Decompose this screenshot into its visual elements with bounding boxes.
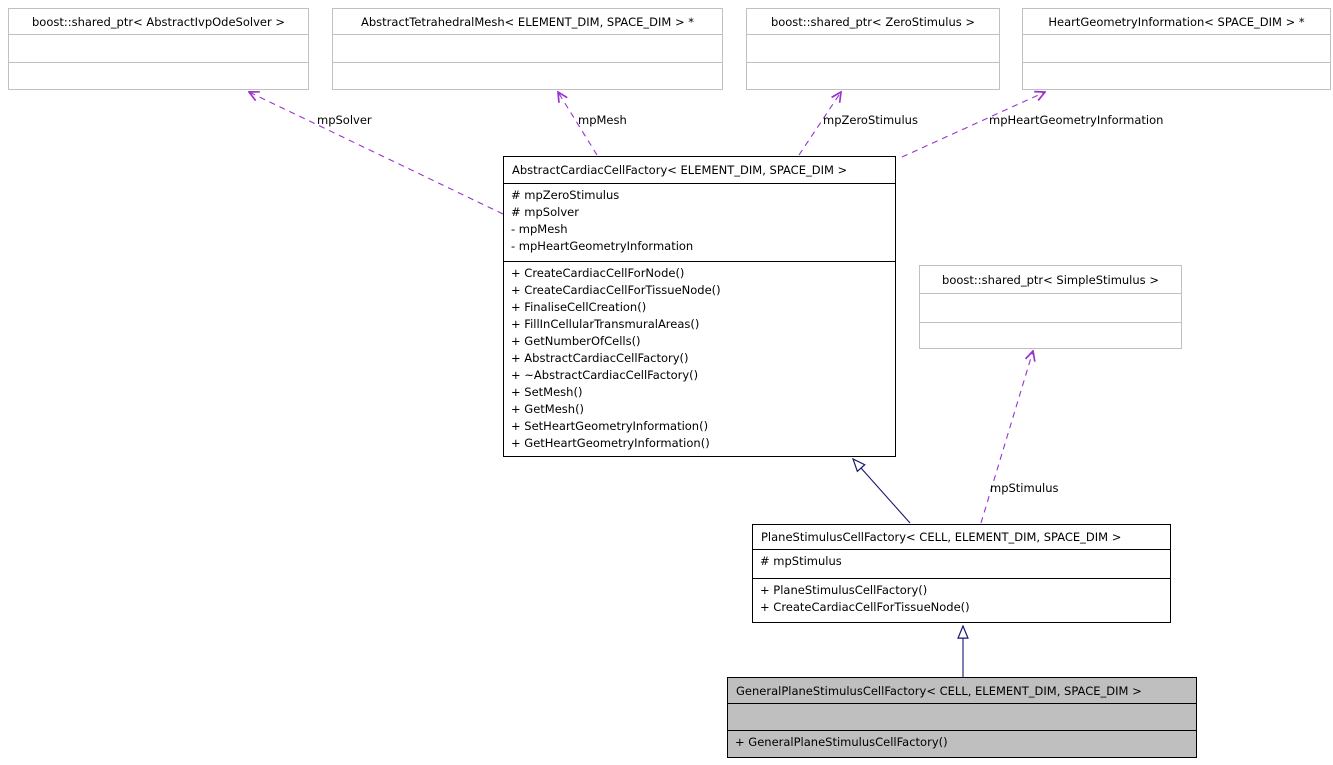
- class-box-boost-shared-ptr-simple-stimulus[interactable]: boost::shared_ptr< SimpleStimulus >: [919, 265, 1182, 349]
- attribute-item: # mpZeroStimulus: [511, 188, 620, 202]
- edge-label-mpzerostimulus: mpZeroStimulus: [823, 113, 918, 127]
- methods-compartment-empty: [9, 62, 308, 89]
- method-item: + FillInCellularTransmuralAreas(): [511, 317, 700, 331]
- attribute-item: - mpMesh: [511, 222, 568, 236]
- methods-compartment: + PlaneStimulusCellFactory() + CreateCard…: [753, 578, 1170, 622]
- edge-label-mpmesh: mpMesh: [578, 113, 627, 127]
- attributes-compartment-empty: [333, 34, 722, 62]
- attribute-item: # mpStimulus: [760, 554, 842, 568]
- attributes-compartment-empty: [9, 34, 308, 62]
- method-item: + SetHeartGeometryInformation(): [511, 419, 709, 433]
- attributes-compartment-empty: [1023, 34, 1330, 62]
- class-title: boost::shared_ptr< SimpleStimulus >: [942, 272, 1159, 287]
- inheritance-edge-plane-to-abstract: [853, 459, 911, 524]
- method-item: + ~AbstractCardiacCellFactory(): [511, 368, 699, 382]
- class-title: PlaneStimulusCellFactory< CELL, ELEMENT_…: [761, 530, 1122, 544]
- class-box-general-plane-stimulus-cell-factory-current: GeneralPlaneStimulusCellFactory< CELL, E…: [727, 677, 1197, 758]
- method-item: + PlaneStimulusCellFactory(): [760, 583, 928, 597]
- class-title: boost::shared_ptr< AbstractIvpOdeSolver …: [31, 14, 285, 29]
- methods-compartment-empty: [920, 322, 1181, 348]
- method-item: + SetMesh(): [511, 385, 583, 399]
- methods-compartment-empty: [747, 62, 999, 89]
- edge-label-mpheartgeometryinformation: mpHeartGeometryInformation: [989, 113, 1164, 127]
- class-box-abstract-cardiac-cell-factory[interactable]: AbstractCardiacCellFactory< ELEMENT_DIM,…: [503, 156, 896, 457]
- method-item: + CreateCardiacCellForNode(): [511, 266, 685, 280]
- class-title: GeneralPlaneStimulusCellFactory< CELL, E…: [736, 683, 1142, 698]
- edge-label-mpstimulus: mpStimulus: [990, 481, 1059, 495]
- method-item: + GeneralPlaneStimulusCellFactory(): [735, 735, 948, 749]
- class-title: AbstractTetrahedralMesh< ELEMENT_DIM, SP…: [361, 14, 694, 29]
- method-item: + GetHeartGeometryInformation(): [511, 436, 710, 450]
- class-box-abstract-tetrahedral-mesh[interactable]: AbstractTetrahedralMesh< ELEMENT_DIM, SP…: [332, 8, 723, 90]
- method-item: + CreateCardiacCellForTissueNode(): [760, 600, 970, 614]
- attribute-item: # mpSolver: [511, 205, 579, 219]
- method-item: + GetMesh(): [511, 402, 585, 416]
- attributes-compartment: # mpStimulus: [753, 549, 1170, 578]
- class-box-heart-geometry-information[interactable]: HeartGeometryInformation< SPACE_DIM > *: [1022, 8, 1331, 90]
- usage-edge-mpstimulus: [980, 351, 1033, 524]
- attributes-compartment: # mpZeroStimulus # mpSolver - mpMesh - mpHe…: [504, 183, 895, 261]
- class-title: boost::shared_ptr< ZeroStimulus >: [770, 14, 976, 29]
- usage-edge-mpsolver: [249, 92, 504, 215]
- method-item: + GetNumberOfCells(): [511, 334, 641, 348]
- class-title: AbstractCardiacCellFactory< ELEMENT_DIM,…: [512, 163, 848, 177]
- methods-compartment: + CreateCardiacCellForNode() + CreateCard…: [504, 261, 895, 456]
- methods-compartment-empty: [1023, 62, 1330, 89]
- attributes-compartment-empty: [747, 34, 999, 62]
- method-item: + CreateCardiacCellForTissueNode(): [511, 283, 721, 297]
- methods-compartment: + GeneralPlaneStimulusCellFactory(): [728, 730, 1196, 757]
- class-box-plane-stimulus-cell-factory[interactable]: PlaneStimulusCellFactory< CELL, ELEMENT_…: [752, 524, 1171, 623]
- class-box-boost-shared-ptr-abstract-ivp-ode-solver[interactable]: boost::shared_ptr< AbstractIvpOdeSolver …: [8, 8, 309, 90]
- attributes-compartment-empty: [920, 293, 1181, 322]
- method-item: + FinaliseCellCreation(): [511, 300, 647, 314]
- edge-label-mpsolver: mpSolver: [317, 113, 372, 127]
- class-box-boost-shared-ptr-zero-stimulus[interactable]: boost::shared_ptr< ZeroStimulus >: [746, 8, 1000, 90]
- methods-compartment-empty: [333, 62, 722, 89]
- attributes-compartment-empty: [728, 703, 1196, 730]
- attribute-item: - mpHeartGeometryInformation: [511, 239, 694, 253]
- class-title: HeartGeometryInformation< SPACE_DIM > *: [1048, 14, 1305, 29]
- method-item: + AbstractCardiacCellFactory(): [511, 351, 689, 365]
